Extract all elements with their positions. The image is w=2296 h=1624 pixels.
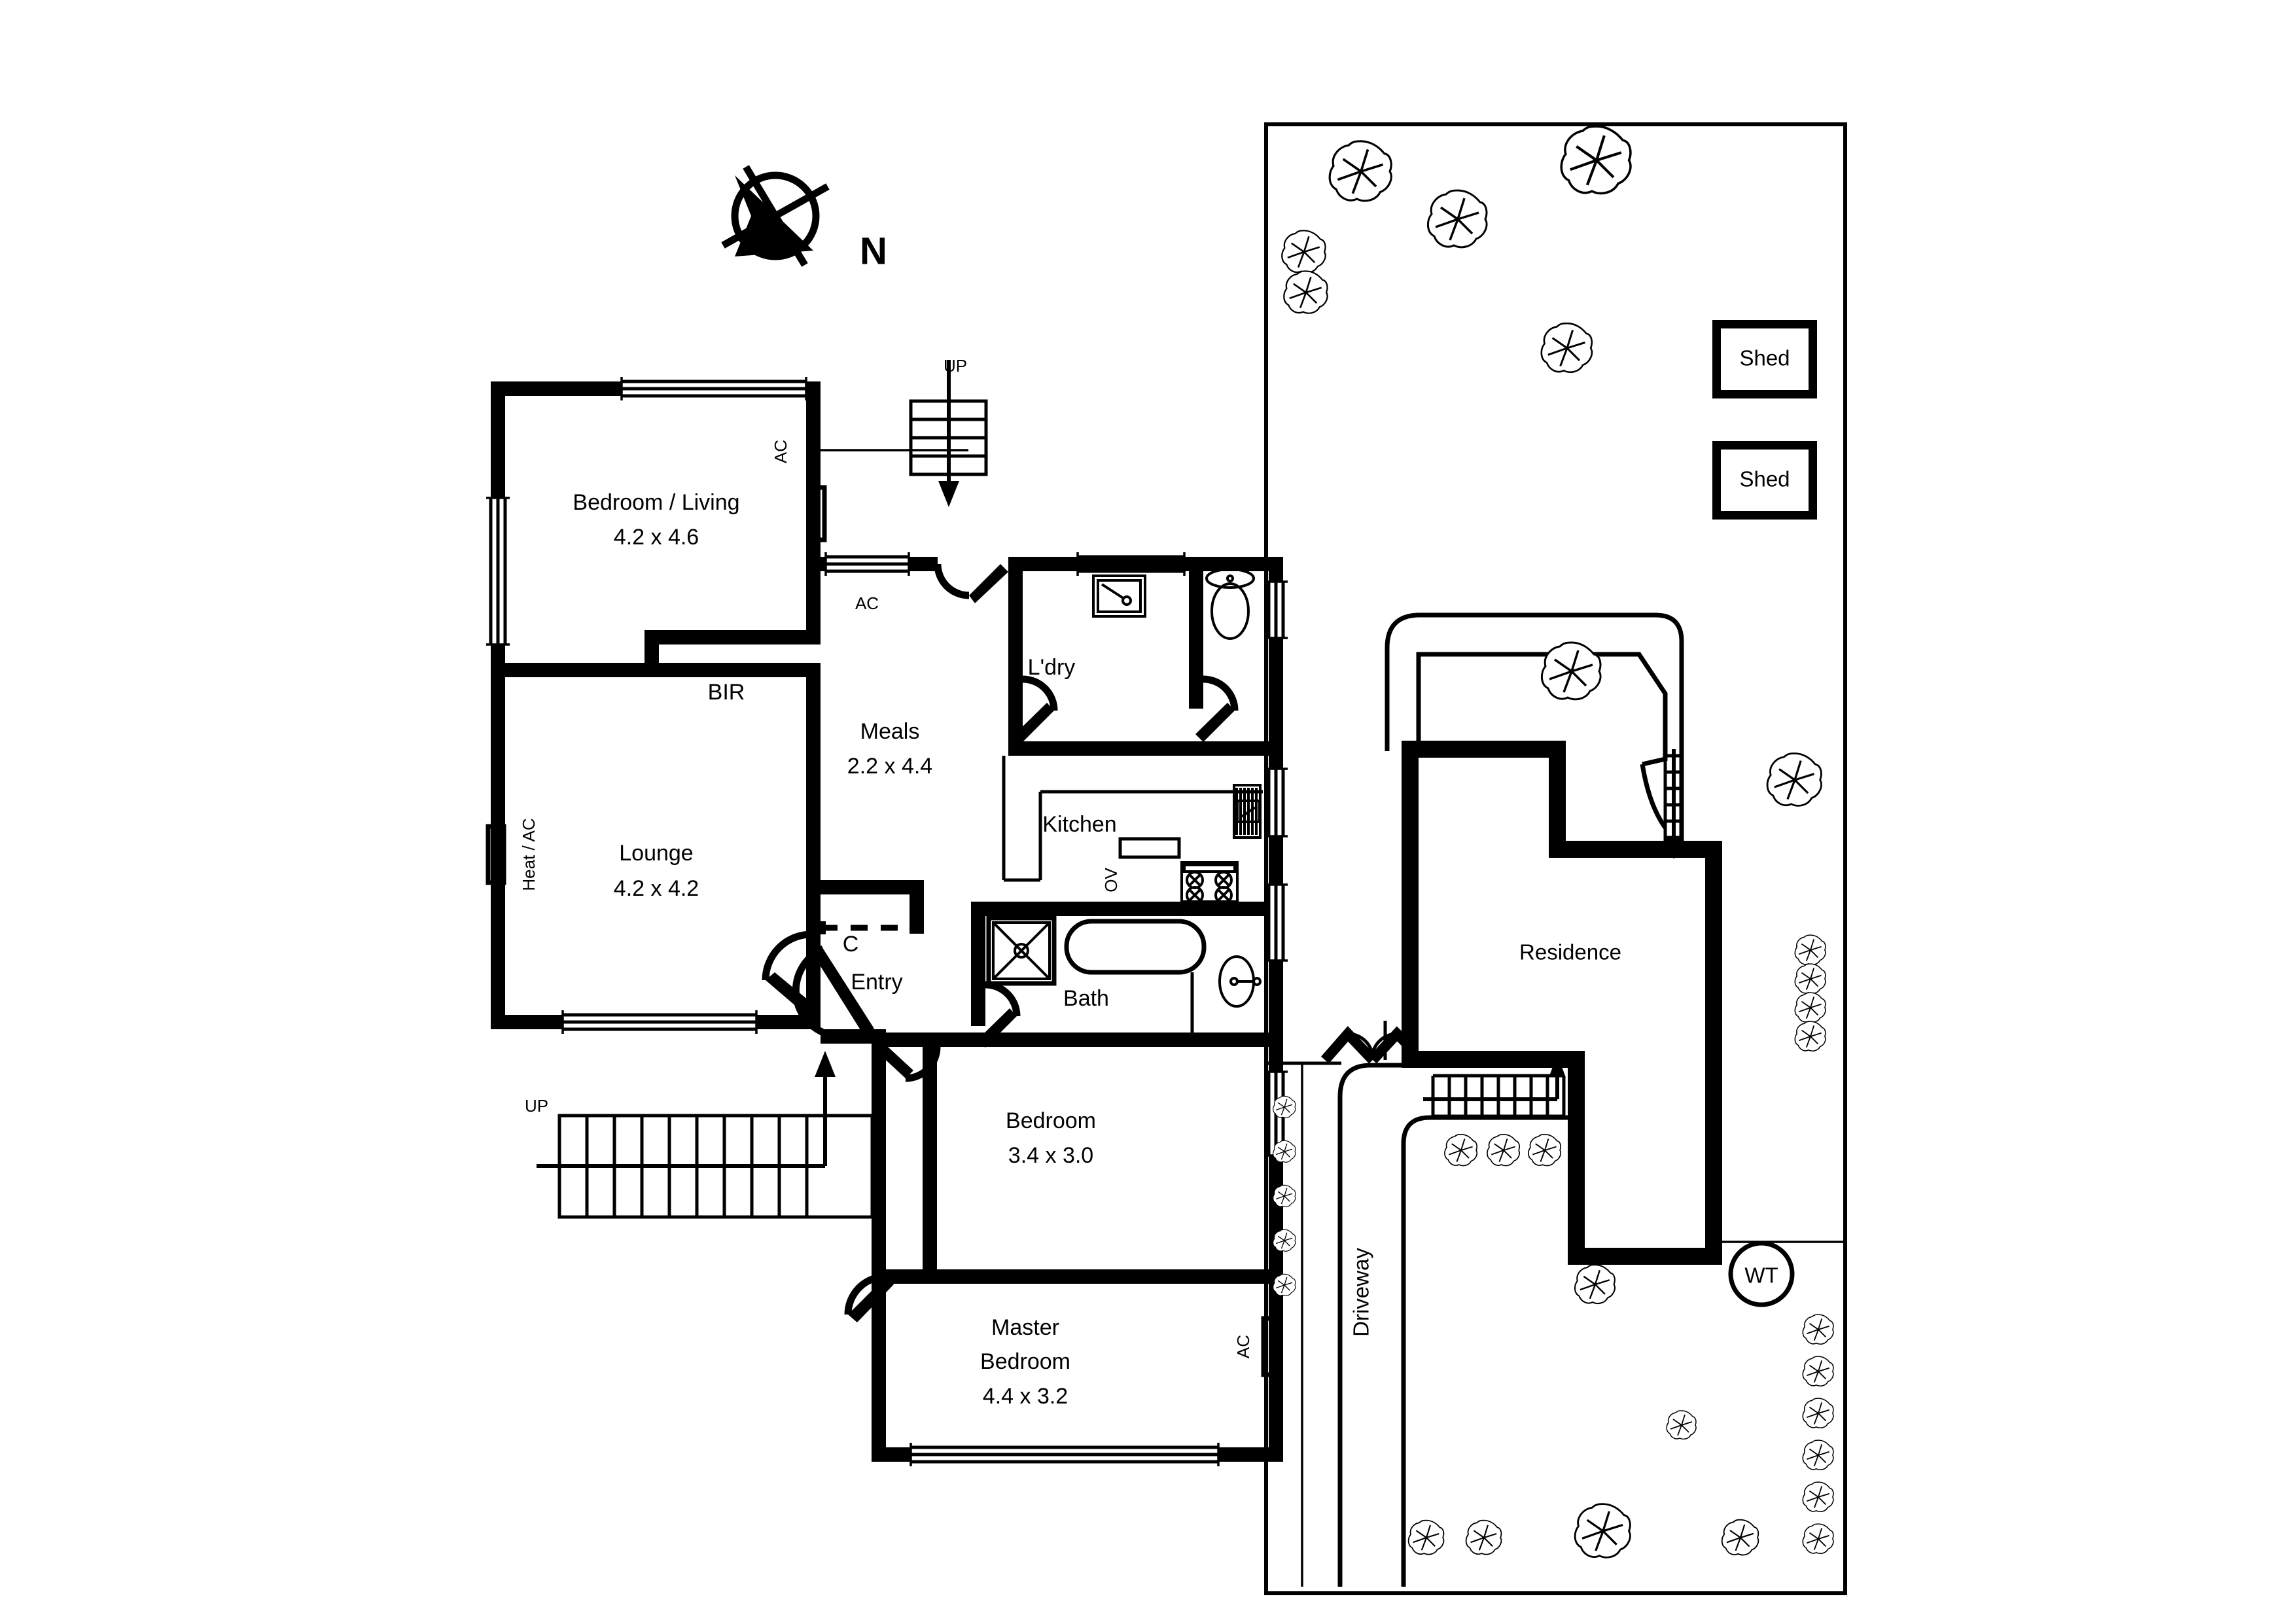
room-label-entry: Entry — [851, 970, 902, 995]
door-swing-laundry-left — [1022, 675, 1058, 711]
basin-fixture — [1190, 955, 1262, 1033]
room-label-lounge-name: Lounge — [619, 841, 693, 866]
window-bedroom-living-top — [620, 377, 807, 400]
kitchen-sink-fixture — [1233, 784, 1262, 839]
site-label-residence: Residence — [1519, 940, 1621, 964]
site-boundary — [1264, 122, 1847, 1595]
site-label-shed-south: Shed — [1739, 467, 1790, 491]
door-swing-meals — [934, 563, 970, 599]
compass-north-icon — [721, 165, 830, 267]
residence-footprint — [1402, 741, 1722, 1265]
driveway-apron — [1266, 1061, 1576, 1587]
room-label-master-line1: Master — [991, 1315, 1059, 1340]
window-meals-top — [824, 552, 910, 576]
room-label-meals-name: Meals — [860, 719, 920, 744]
stairs-front — [537, 1051, 874, 1219]
room-label-bedroom2-dims: 3.4 x 3.0 — [1008, 1143, 1093, 1168]
annotation-oven: OV — [1101, 868, 1121, 892]
kitchen-bench — [1002, 756, 1263, 882]
floor-plan-walls — [486, 360, 1288, 1466]
annotation-bir: BIR — [708, 680, 745, 705]
bathtub-fixture — [1064, 919, 1207, 975]
site-label-driveway: Driveway — [1349, 1248, 1373, 1337]
annotation-stairs-up-top: UP — [944, 356, 967, 376]
floor-plan-labels: Bedroom / Living 4.2 x 4.6 AC BIR Lounge… — [519, 356, 1253, 1409]
window-laundry-top — [1076, 552, 1186, 576]
site-front-stairs — [1423, 1055, 1566, 1118]
room-label-bedroom2-name: Bedroom — [1006, 1108, 1096, 1133]
shed-north-outline — [1712, 320, 1817, 398]
site-label-shed-north: Shed — [1739, 346, 1790, 370]
rear-path — [1385, 612, 1684, 851]
site-plan: Shed Shed Residence — [1264, 122, 1847, 1595]
room-label-lounge-dims: 4.2 x 4.2 — [614, 876, 699, 901]
door-swing-bedroom2 — [905, 1046, 941, 1082]
site-front-porch — [1320, 1021, 1414, 1064]
room-label-master-line2: Bedroom — [980, 1349, 1070, 1374]
room-label-bedroom-living-dims: 4.2 x 4.6 — [614, 525, 699, 550]
door-swing-entry-left — [762, 930, 812, 981]
room-label-laundry: L'dry — [1028, 655, 1076, 680]
window-master-bottom — [910, 1443, 1220, 1466]
room-label-master-dims: 4.4 x 3.2 — [983, 1384, 1068, 1409]
site-label-water-tank: WT — [1744, 1263, 1778, 1288]
annotation-ac-meals: AC — [855, 593, 879, 613]
shed-south-outline — [1712, 441, 1817, 520]
rear-stairs — [1663, 749, 1684, 859]
room-label-bath: Bath — [1063, 986, 1109, 1011]
room-label-bedroom-living-name: Bedroom / Living — [573, 490, 739, 515]
annotation-stairs-up-front: UP — [525, 1096, 548, 1116]
room-label-kitchen: Kitchen — [1042, 812, 1116, 837]
annotation-cupboard-c: C — [843, 932, 859, 957]
annotation-ac-master: AC — [1233, 1335, 1253, 1358]
water-tank-outline — [1714, 1241, 1845, 1307]
site-trees — [1273, 125, 1834, 1559]
shower-fixture — [986, 915, 1057, 986]
heater-ac-unit-lounge — [486, 824, 506, 885]
annotation-heat-ac-lounge: Heat / AC — [519, 818, 539, 891]
room-label-meals-dims: 2.2 x 4.4 — [847, 754, 932, 779]
stairs-upper — [909, 360, 988, 507]
ac-unit-master-bedroom — [1261, 1316, 1282, 1377]
toilet-fixture — [1205, 568, 1255, 640]
compass-label-north: N — [860, 230, 887, 272]
door-swing-entry-front — [792, 945, 825, 1036]
annotation-ac-bedroom-living: AC — [771, 440, 790, 463]
door-swing-wc — [1203, 675, 1239, 711]
door-leaf-meals — [969, 564, 1008, 603]
window-bedroom-living-left — [486, 497, 510, 646]
door-swing-master — [844, 1273, 887, 1315]
window-lounge-bottom — [561, 1010, 758, 1034]
laundry-trough-fixture — [1092, 574, 1146, 618]
ac-unit-bedroom-living — [809, 485, 827, 542]
